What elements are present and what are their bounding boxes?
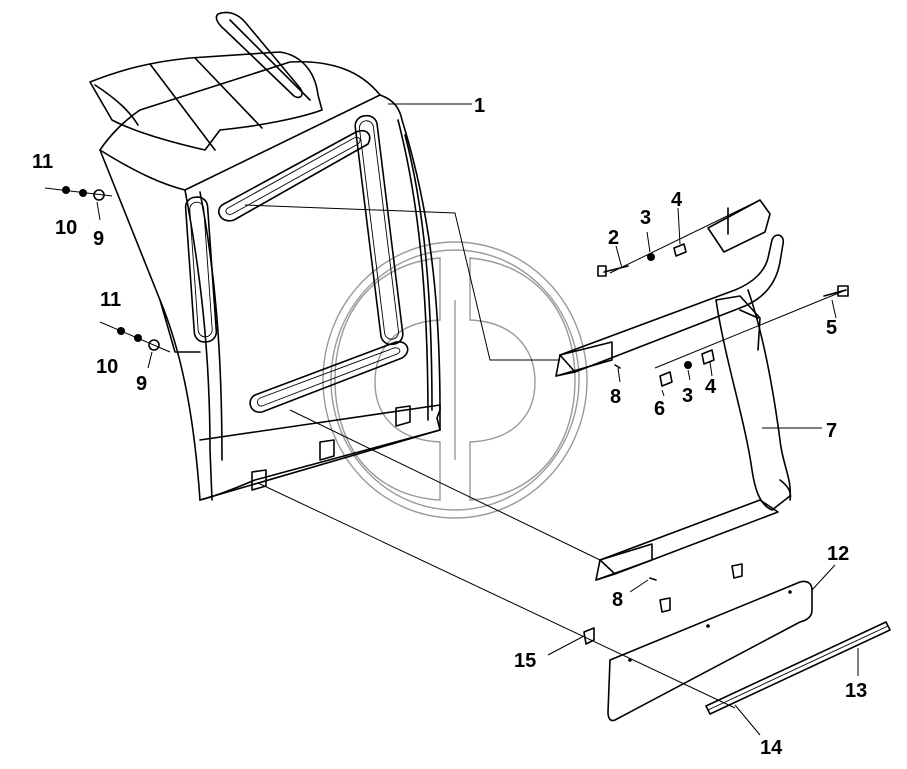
callout-3-upper: 3	[640, 207, 651, 229]
callout-labels: 1 2 3 4 5 6 3 4 7 8 8 9 10 11 9 10 11 12…	[32, 95, 867, 759]
callout-9-upper: 9	[93, 228, 104, 250]
callout-3-lower: 3	[682, 385, 693, 407]
fastener-set-upper-left	[44, 186, 113, 201]
callout-10-lower: 10	[96, 356, 118, 378]
fender-panel	[89, 11, 441, 501]
retaining-strip	[705, 621, 891, 715]
callout-1: 1	[474, 95, 485, 117]
callout-5: 5	[826, 317, 837, 339]
callout-7: 7	[826, 420, 837, 442]
callout-12: 12	[827, 543, 849, 565]
mounting-bracket	[555, 199, 792, 581]
callout-14: 14	[760, 737, 783, 759]
callout-15: 15	[514, 650, 536, 672]
callout-9-lower: 9	[136, 373, 147, 395]
callout-10-upper: 10	[55, 217, 77, 239]
callout-4-lower: 4	[705, 376, 717, 398]
callout-11-upper: 11	[32, 151, 53, 173]
callout-6: 6	[654, 398, 665, 420]
callout-2: 2	[608, 227, 619, 249]
brand-logo-watermark	[322, 241, 588, 519]
mud-flap-plate	[607, 580, 813, 722]
callout-8-lower: 8	[612, 589, 623, 611]
callout-4-upper: 4	[671, 189, 683, 211]
callout-13: 13	[845, 680, 867, 702]
callout-8-upper: 8	[610, 386, 621, 408]
assembly-lines	[96, 103, 859, 736]
fastener-set-lower-left	[99, 321, 171, 353]
callout-11-lower: 11	[100, 289, 121, 311]
